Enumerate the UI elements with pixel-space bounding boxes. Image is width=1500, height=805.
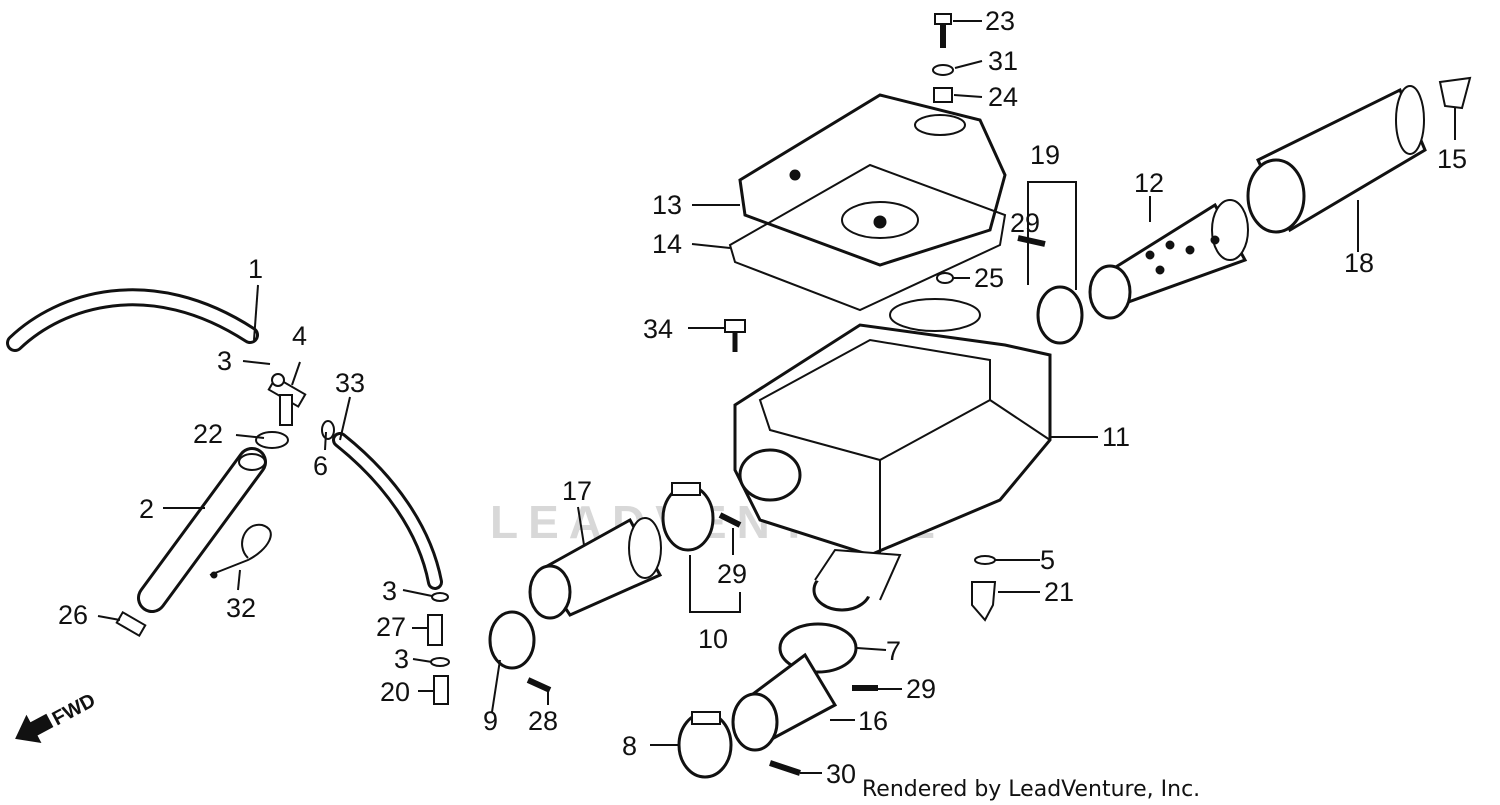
hose-2	[137, 447, 267, 613]
filter-12	[1088, 199, 1249, 320]
screw-29-top	[1017, 235, 1046, 247]
clamp-8	[677, 711, 733, 779]
callout-32: 32	[226, 593, 256, 623]
callout-29-top: 29	[1010, 208, 1040, 238]
callout-28: 28	[528, 706, 558, 736]
small-fittings	[427, 592, 450, 705]
drain-21	[971, 581, 997, 622]
callout-26: 26	[58, 600, 88, 630]
callout-5: 5	[1040, 545, 1055, 575]
forward-label: FWD	[49, 689, 100, 730]
callout-19: 19	[1030, 140, 1060, 170]
callout-12: 12	[1134, 168, 1164, 198]
callout-21: 21	[1044, 577, 1074, 607]
clip-22	[255, 431, 289, 449]
leader-lines	[97, 20, 1456, 774]
clip-5	[974, 555, 996, 565]
callout-30: 30	[826, 759, 856, 789]
clamp-9	[488, 610, 536, 670]
credit-text: Rendered by LeadVenture, Inc.	[862, 777, 1200, 802]
tube-16	[731, 652, 838, 752]
washer-31	[932, 64, 954, 76]
nut-24	[933, 87, 953, 103]
gasket-14	[728, 163, 1007, 312]
callout-3c: 3	[394, 644, 409, 674]
callout-23: 23	[985, 6, 1015, 36]
clip-15	[1438, 76, 1472, 110]
clamp-10	[661, 482, 715, 552]
screw-29-mid	[718, 512, 742, 528]
callout-29-mid: 29	[717, 559, 747, 589]
breather-hose-1	[6, 288, 259, 352]
tube-17	[528, 517, 663, 620]
callout-3b: 3	[382, 576, 397, 606]
callout-34: 34	[643, 314, 673, 344]
callout-29-low: 29	[906, 674, 936, 704]
clip-25	[936, 272, 954, 284]
callout-8: 8	[622, 731, 637, 761]
callout-25: 25	[974, 263, 1004, 293]
callout-15: 15	[1437, 144, 1467, 174]
clip-6	[321, 420, 335, 440]
forward-direction-indicator: FWD	[15, 689, 100, 743]
bolt-23	[934, 13, 952, 48]
callout-16: 16	[858, 706, 888, 736]
air-cleaner-case-11	[733, 298, 1052, 612]
clip-26	[115, 610, 147, 638]
callout-33: 33	[335, 368, 365, 398]
callout-11: 11	[1102, 422, 1130, 452]
bolt-28	[526, 677, 552, 693]
outer-cover-18	[1246, 85, 1427, 234]
callout-24: 24	[988, 82, 1018, 112]
callout-labels: 1 2 3 3 3 4 5 6 7 8 9 10 11 12 13 14 15 …	[58, 6, 1467, 789]
t-joint-4	[267, 373, 307, 426]
clamp-32	[209, 523, 272, 579]
callout-3a: 3	[217, 346, 232, 376]
callout-7: 7	[886, 636, 901, 666]
callout-27: 27	[376, 612, 406, 642]
callout-17: 17	[562, 476, 592, 506]
callout-20: 20	[380, 677, 410, 707]
callout-14: 14	[652, 229, 682, 259]
callout-31: 31	[988, 46, 1018, 76]
callout-22: 22	[193, 419, 223, 449]
band-19	[1036, 285, 1084, 345]
callout-10: 10	[698, 624, 728, 654]
hose-33	[332, 432, 443, 590]
screw-30	[769, 760, 801, 776]
callout-9: 9	[483, 706, 498, 736]
cover-13	[738, 93, 1007, 267]
callout-18: 18	[1344, 248, 1374, 278]
callout-6: 6	[313, 451, 328, 481]
bolt-34	[724, 319, 746, 352]
callout-1: 1	[248, 254, 263, 284]
callout-4: 4	[292, 321, 307, 351]
forward-arrow-icon	[15, 713, 54, 743]
callout-13: 13	[652, 190, 682, 220]
callout-2: 2	[139, 494, 154, 524]
